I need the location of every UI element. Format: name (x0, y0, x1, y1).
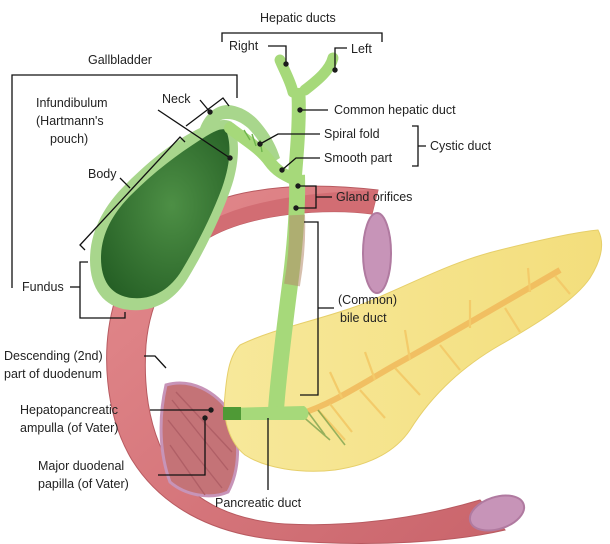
label-fundus: Fundus (22, 280, 64, 294)
dot-gland-2 (293, 205, 298, 210)
label-common-bile-duct-1: (Common) (338, 293, 397, 307)
dot-neck (207, 109, 212, 114)
label-papilla-2: papilla (of Vater) (38, 477, 129, 491)
label-infundibulum-2: (Hartmann's (36, 114, 104, 128)
dot-papilla (202, 415, 207, 420)
label-common-hepatic-duct: Common hepatic duct (334, 103, 456, 117)
dot-smooth-part (279, 167, 284, 172)
label-pancreatic-duct: Pancreatic duct (215, 496, 302, 510)
label-right: Right (229, 39, 259, 53)
label-gland-orifices: Gland orifices (336, 190, 412, 204)
cystic-duct-bracket (412, 126, 426, 166)
dot-common-hepatic (297, 107, 302, 112)
label-cystic-duct: Cystic duct (430, 139, 492, 153)
label-common-bile-duct-2: bile duct (340, 311, 387, 325)
label-neck: Neck (162, 92, 191, 106)
label-papilla-1: Major duodenal (38, 459, 124, 473)
label-descending-duodenum-2: part of duodenum (4, 367, 102, 381)
common-hepatic-duct-shape (295, 88, 299, 175)
dot-spiral-fold (257, 141, 262, 146)
dot-right (283, 61, 288, 66)
dot-ampulla (208, 407, 213, 412)
dot-left (332, 67, 337, 72)
label-ampulla-2: ampulla (of Vater) (20, 421, 118, 435)
label-infundibulum-1: Infundibulum (36, 96, 108, 110)
label-left: Left (351, 42, 372, 56)
label-gallbladder: Gallbladder (88, 53, 152, 67)
label-body: Body (88, 167, 117, 181)
label-infundibulum-3: pouch) (50, 132, 88, 146)
dot-gland-1 (295, 183, 300, 188)
common-bile-duct-overlap (292, 215, 297, 285)
ampulla-dark (223, 407, 241, 420)
label-descending-duodenum-1: Descending (2nd) (4, 349, 103, 363)
left-hepatic-duct (305, 58, 333, 90)
label-smooth-part: Smooth part (324, 151, 393, 165)
label-spiral-fold: Spiral fold (324, 127, 380, 141)
label-hepatic-ducts: Hepatic ducts (260, 11, 336, 25)
dot-infundibulum (227, 155, 232, 160)
duodenum-upper-lumen (363, 213, 391, 293)
label-ampulla-1: Hepatopancreatic (20, 403, 118, 417)
duodenum-leader (144, 356, 166, 368)
